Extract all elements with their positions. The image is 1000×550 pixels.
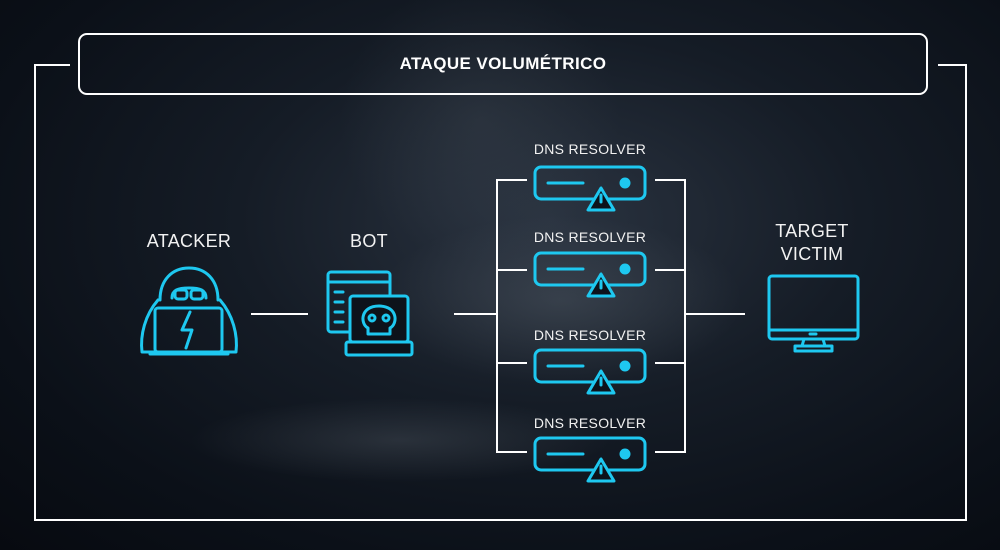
page-title: ATAQUE VOLUMÉTRICO bbox=[78, 33, 928, 95]
dns-resolver-label-4: DNS RESOLVER bbox=[533, 415, 647, 431]
dns-server-icon-1 bbox=[533, 165, 647, 212]
right-bracket bbox=[655, 179, 686, 453]
hacker-icon bbox=[140, 266, 238, 356]
bot-icon bbox=[326, 270, 414, 357]
target-label-line1: TARGET bbox=[775, 221, 849, 241]
dns-resolver-label-2: DNS RESOLVER bbox=[533, 229, 647, 245]
dns-resolver-label-3: DNS RESOLVER bbox=[533, 327, 647, 343]
attacker-label: ATACKER bbox=[146, 231, 232, 251]
dns-resolver-label-1: DNS RESOLVER bbox=[533, 141, 647, 157]
target-label-line2: VICTIM bbox=[780, 244, 844, 264]
dns-server-icon-3 bbox=[533, 348, 647, 395]
outer-frame bbox=[34, 64, 967, 521]
left-bracket bbox=[496, 179, 527, 453]
dns-server-icon-4 bbox=[533, 436, 647, 483]
bot-label: BOT bbox=[350, 231, 388, 251]
monitor-icon bbox=[767, 274, 860, 353]
dns-server-icon-2 bbox=[533, 251, 647, 298]
